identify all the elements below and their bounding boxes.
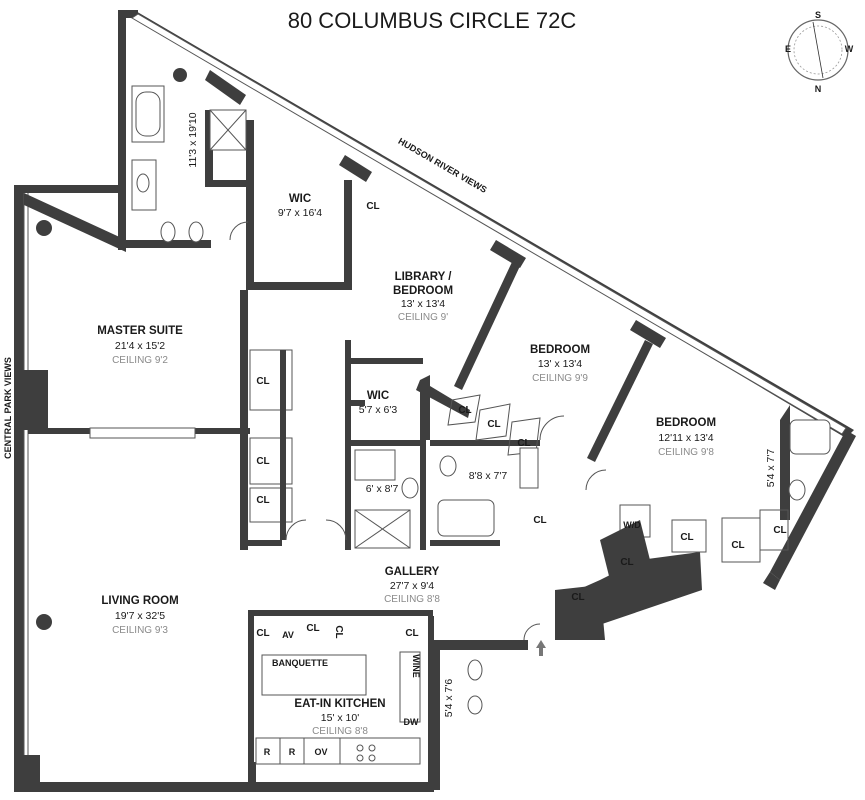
refrigerator-label-1: R [264, 747, 271, 757]
closet-label-entry: CL [571, 592, 584, 603]
exterior-walls [14, 10, 856, 792]
kitchen-dims: 15' x 10' [321, 712, 359, 724]
powder-room-dims: 5'4 x 7'6 [443, 679, 455, 718]
wine-label: WINE [411, 654, 421, 678]
compass-s: S [815, 10, 821, 20]
closet-label-1: CL [256, 376, 269, 387]
banquette-label: BANQUETTE [272, 658, 328, 668]
wic-master-name: WIC [289, 193, 311, 205]
living-room-name: LIVING ROOM [101, 595, 178, 607]
closet-label-2: CL [256, 456, 269, 467]
bath-b2-dims: 8'8 x 7'7 [469, 470, 508, 482]
interior-walls [28, 110, 790, 792]
wic-master-dims: 9'7 x 16'4 [278, 207, 322, 219]
master-suite-name: MASTER SUITE [97, 325, 183, 337]
bedroom-3-dims: 12'11 x 13'4 [658, 432, 713, 444]
library-ceiling: CEILING 9' [398, 312, 448, 323]
compass-w: W [845, 44, 854, 54]
bedroom-3-name: BEDROOM [656, 417, 716, 429]
compass-n: N [815, 84, 822, 94]
closet-label-3: CL [256, 495, 269, 506]
bedroom-2-ceiling: CEILING 9'9 [532, 373, 588, 384]
closet-label-b2-1: CL [458, 405, 471, 416]
closet-label-gallery-1: CL [533, 515, 546, 526]
refrigerator-label-2: R [289, 747, 296, 757]
bedroom-3-ceiling: CEILING 9'8 [658, 447, 714, 458]
kitchen-name: EAT-IN KITCHEN [294, 698, 385, 710]
oven-label: OV [314, 747, 327, 757]
plan-title: 80 COLUMBUS CIRCLE 72C [288, 8, 577, 33]
library-name-1: LIBRARY / [395, 271, 453, 283]
hudson-river-views-label: HUDSON RIVER VIEWS [396, 136, 488, 195]
living-room-ceiling: CEILING 9'3 [112, 625, 168, 636]
closet-label-gallery-2: CL [620, 557, 633, 568]
living-room-dims: 19'7 x 32'5 [115, 610, 165, 622]
closet-label-wic-top: CL [366, 201, 379, 212]
wic-small-dims: 5'7 x 6'3 [359, 404, 398, 416]
dishwasher-label: DW [404, 717, 419, 727]
closet-label-kitchen-1: CL [256, 628, 269, 639]
bath-b3-dims: 5'4 x 7'7 [765, 449, 777, 488]
closet-label-b3-2: CL [731, 540, 744, 551]
closet-label-b2-2: CL [487, 419, 500, 430]
kitchen-ceiling: CEILING 8'8 [312, 726, 368, 737]
wic-small-name: WIC [367, 390, 389, 402]
closet-label-kitchen-4: CL [405, 628, 418, 639]
master-suite-dims: 21'4 x 15'2 [115, 340, 165, 352]
compass-e: E [785, 44, 791, 54]
bedroom-2-dims: 13' x 13'4 [538, 358, 582, 370]
library-dims: 13' x 13'4 [401, 298, 445, 310]
bath-mid-dims: 6' x 8'7 [366, 483, 399, 495]
av-label: AV [282, 630, 294, 640]
compass-icon: S N E W [785, 10, 854, 94]
gallery-name: GALLERY [385, 566, 440, 578]
gallery-dims: 27'7 x 9'4 [390, 580, 434, 592]
closet-label-b2-3: CL [517, 438, 530, 449]
gallery-ceiling: CEILING 8'8 [384, 594, 440, 605]
closet-label-b3-3: CL [773, 525, 786, 536]
washer-dryer-label: W/D [623, 520, 641, 530]
master-bath-dims: 11'3 x 19'10 [187, 112, 199, 167]
central-park-views-label: CENTRAL PARK VIEWS [3, 357, 13, 459]
master-suite-ceiling: CEILING 9'2 [112, 355, 168, 366]
fixtures [89, 85, 831, 765]
bedroom-2-name: BEDROOM [530, 344, 590, 356]
closet-label-kitchen-2: CL [306, 623, 319, 634]
closet-label-kitchen-3: CL [333, 625, 344, 638]
library-name-2: BEDROOM [393, 285, 453, 297]
closet-label-b3-1: CL [680, 532, 693, 543]
